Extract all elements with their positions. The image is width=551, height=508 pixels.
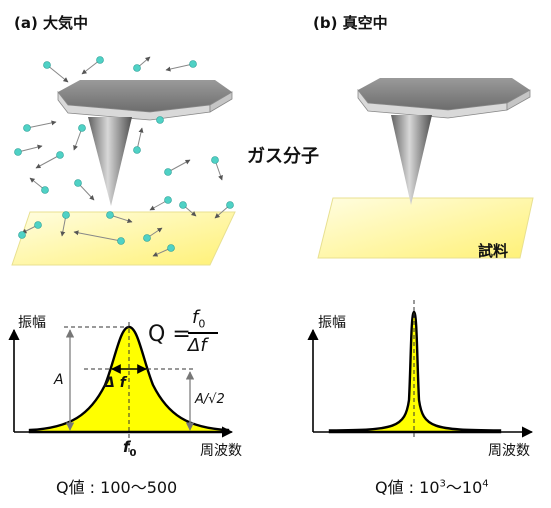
q-formula-lhs: Q = — [148, 322, 191, 347]
panel-b-title: (b) 真空中 — [313, 14, 388, 32]
q-value-b-prefix: Q値 : 10 — [375, 478, 440, 497]
q-symbol: Q — [148, 322, 166, 347]
probe-tip-a — [88, 117, 132, 206]
q-fraction-bar — [188, 332, 218, 334]
resonance-curve-b — [328, 310, 502, 434]
probe-tip-b — [391, 115, 432, 205]
half-amplitude-label: A/√2 — [195, 392, 225, 407]
delta-f-label: Δ f — [104, 375, 126, 391]
cantilever-a — [57, 80, 233, 121]
q-value-b-exp1: 3 — [439, 478, 446, 490]
sample-surface-b — [317, 197, 534, 259]
q-formula-numerator: f0 — [192, 307, 205, 331]
q-value-b-exp2: 4 — [482, 478, 489, 490]
gas-molecule-label: ガス分子 — [247, 146, 319, 167]
f0-subscript: 0 — [129, 448, 137, 459]
amplitude-label: A — [54, 372, 64, 388]
q-value-b: Q値 : 103〜104 — [375, 474, 489, 498]
graph-b — [307, 300, 534, 440]
cantilever-b — [357, 78, 531, 119]
q-value-b-mid: 〜10 — [445, 478, 483, 497]
f0-label: f0 — [123, 438, 137, 459]
graph-a — [8, 322, 234, 452]
frequency-axis-label-b: 周波数 — [488, 443, 530, 459]
q-numerator: f — [192, 307, 199, 328]
sample-label: 試料 — [478, 242, 509, 260]
frequency-axis-label-a: 周波数 — [200, 443, 242, 459]
panel-a-title: (a) 大気中 — [14, 14, 89, 32]
amplitude-axis-label-a: 振幅 — [18, 315, 46, 331]
q-formula-denominator: Δf — [188, 335, 207, 356]
amplitude-axis-label-b: 振幅 — [318, 315, 346, 331]
f0-symbol: f — [123, 438, 130, 456]
q-numerator-subscript: 0 — [198, 317, 206, 331]
gas-molecules — [14, 56, 234, 257]
q-value-a: Q値 : 100〜500 — [56, 478, 178, 497]
